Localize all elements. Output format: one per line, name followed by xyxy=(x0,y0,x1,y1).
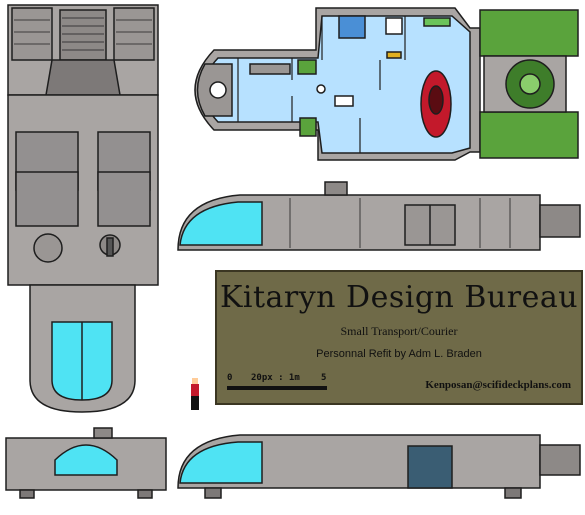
deck-medbay xyxy=(338,15,366,39)
top-view-hatch xyxy=(33,233,63,263)
scale-label: 20px : 1m xyxy=(251,373,300,383)
side-view-middle xyxy=(177,181,581,251)
deck-plants-top xyxy=(297,59,317,75)
top-view-panel-3 xyxy=(15,171,79,227)
top-view-panel-4 xyxy=(97,171,151,227)
deck-console xyxy=(249,63,291,75)
scale-bar xyxy=(227,386,327,390)
top-view-engine-deck xyxy=(45,59,121,96)
deck-engine-top xyxy=(479,9,579,57)
deck-lab-unit xyxy=(385,17,403,35)
title-panel: Kitaryn Design Bureau Small Transport/Co… xyxy=(215,270,583,405)
side-view-bottom-nozzle xyxy=(539,444,581,476)
ship-class: Small Transport/Courier xyxy=(340,324,458,338)
deck-cargo-crate xyxy=(386,51,402,59)
deck-plants-left xyxy=(299,117,317,137)
front-view-canopy xyxy=(54,444,118,476)
top-view-vent-grille xyxy=(59,9,107,61)
deck-vehicle-cockpit xyxy=(428,85,444,115)
top-view xyxy=(7,4,159,413)
deck-reactor-core xyxy=(519,73,541,95)
side-view-bottom xyxy=(177,434,581,499)
deck-engine-bottom xyxy=(479,111,579,159)
top-view-turret-gun xyxy=(106,237,114,257)
front-view-turret xyxy=(93,427,113,439)
bureau-title: Kitaryn Design Bureau xyxy=(219,280,579,315)
side-view-turret xyxy=(324,181,348,196)
contact-email[interactable]: Kenposan@scifideckplans.com xyxy=(425,379,571,391)
deck-workbench xyxy=(334,95,354,107)
front-view xyxy=(5,427,167,499)
scale-label-end: 5 xyxy=(321,373,327,383)
front-view-foot-right xyxy=(137,489,153,499)
side-view-canopy xyxy=(179,201,263,246)
scale-label-start: 0 xyxy=(227,373,233,383)
refit-credit: Personnal Refit by Adm L. Braden xyxy=(316,348,482,360)
side-view-bottom-gear-rear xyxy=(504,487,522,499)
side-view-bottom-gear-front xyxy=(204,487,222,499)
side-view-bottom-canopy xyxy=(179,441,263,484)
top-view-thruster-right xyxy=(113,7,155,61)
side-view-engine-nozzle xyxy=(539,204,581,238)
deck-planter xyxy=(423,17,451,27)
top-view-thruster-left xyxy=(11,7,53,61)
deck-pilot-seat xyxy=(209,81,227,99)
deck-plan xyxy=(194,7,579,161)
side-view-bottom-ramp xyxy=(407,445,453,489)
scale-figure xyxy=(191,378,199,410)
front-view-foot-left xyxy=(19,489,35,499)
deck-seat xyxy=(316,84,326,94)
